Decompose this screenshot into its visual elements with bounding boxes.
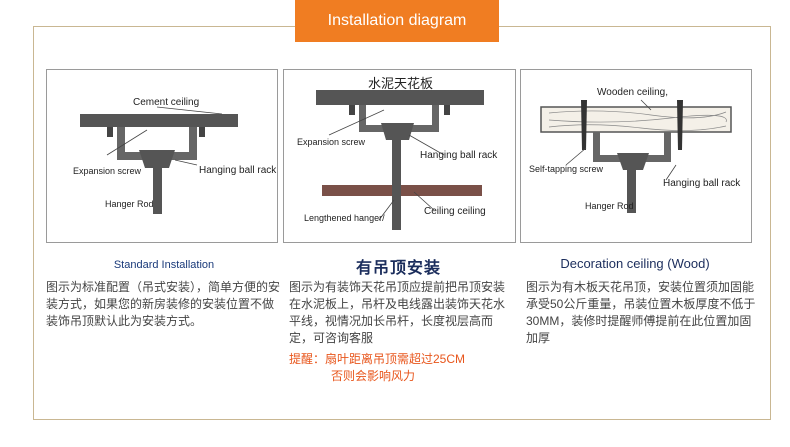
label-cement-ceiling-cn: 水泥天花板: [368, 76, 434, 91]
label-expansion-screw: Expansion screw: [73, 166, 142, 176]
hanger-rod: [153, 166, 162, 214]
screw-left: [581, 100, 587, 150]
label-expansion-screw: Expansion screw: [297, 137, 366, 147]
screw-left: [349, 105, 355, 115]
standard-diagram: [80, 106, 238, 214]
wood-ceiling-panel: Wooden ceiling, Self-tapping screw Hangi…: [520, 69, 752, 243]
screw-right: [677, 100, 683, 150]
decorative-ceiling-diagram: [316, 90, 484, 230]
ball-socket: [381, 123, 414, 140]
screw-right: [444, 105, 450, 115]
warning-line2: 否则会影响风力: [331, 369, 416, 383]
rack-bracket: [359, 105, 439, 132]
screw-right: [199, 127, 205, 137]
label-ceiling-ceiling: Ceiling ceiling: [424, 206, 486, 217]
cement-slab: [80, 114, 238, 127]
description-decorative-ceiling: 图示为有装饰天花吊顶应提前把吊顶安装在水泥板上，吊杆及电线露出装饰天花水平线，视…: [289, 280, 506, 345]
label-hanger-rod: Hanger Rod: [105, 199, 154, 209]
lengthened-hanger: [392, 140, 401, 230]
ceiling-board: [322, 185, 482, 196]
cement-slab: [316, 90, 484, 105]
ball-socket: [617, 153, 649, 170]
label-lengthened-hanger: Lengthened hanger/: [304, 213, 385, 223]
decorative-ceiling-panel: 水泥天花板 Expansion screw Hanging ball rack …: [283, 69, 516, 243]
wood-ceiling-diagram: [540, 99, 732, 213]
screw-left: [107, 127, 113, 137]
label-cement-ceiling: Cement ceiling: [133, 97, 200, 108]
description-wood: 图示为有木板天花吊顶，安装位置须加固能承受50公斤重量，吊装位置木板厚度不低于3…: [526, 280, 756, 345]
standard-installation-panel: Cement ceiling Expansion screw Hanging b…: [46, 69, 278, 243]
label-hanging-ball-rack: Hanging ball rack: [199, 165, 277, 176]
caption-standard: Standard Installation: [113, 259, 215, 271]
label-self-tapping-screw: Self-tapping screw: [529, 164, 604, 174]
wood-board: [540, 106, 732, 133]
description-standard: 图示为标准配置（吊式安装），简单方便的安装方式，如果您的新房装修的安装位置不做装…: [46, 280, 281, 328]
caption-wood: Decoration ceiling (Wood): [560, 256, 710, 271]
warning-line1: 提醒：扇叶距离吊顶需超过25CM: [289, 352, 466, 366]
ball-socket: [139, 150, 175, 168]
hanger-rod: [627, 168, 636, 213]
label-hanging-ball-rack: Hanging ball rack: [663, 178, 741, 189]
label-wooden-ceiling: Wooden ceiling,: [597, 87, 668, 98]
label-hanger-rod: Hanger Rod: [585, 201, 634, 211]
caption-decorative-ceiling: 有吊顶安装: [355, 260, 441, 277]
page-title: Installation diagram: [295, 0, 499, 42]
label-hanging-ball-rack: Hanging ball rack: [420, 150, 498, 161]
